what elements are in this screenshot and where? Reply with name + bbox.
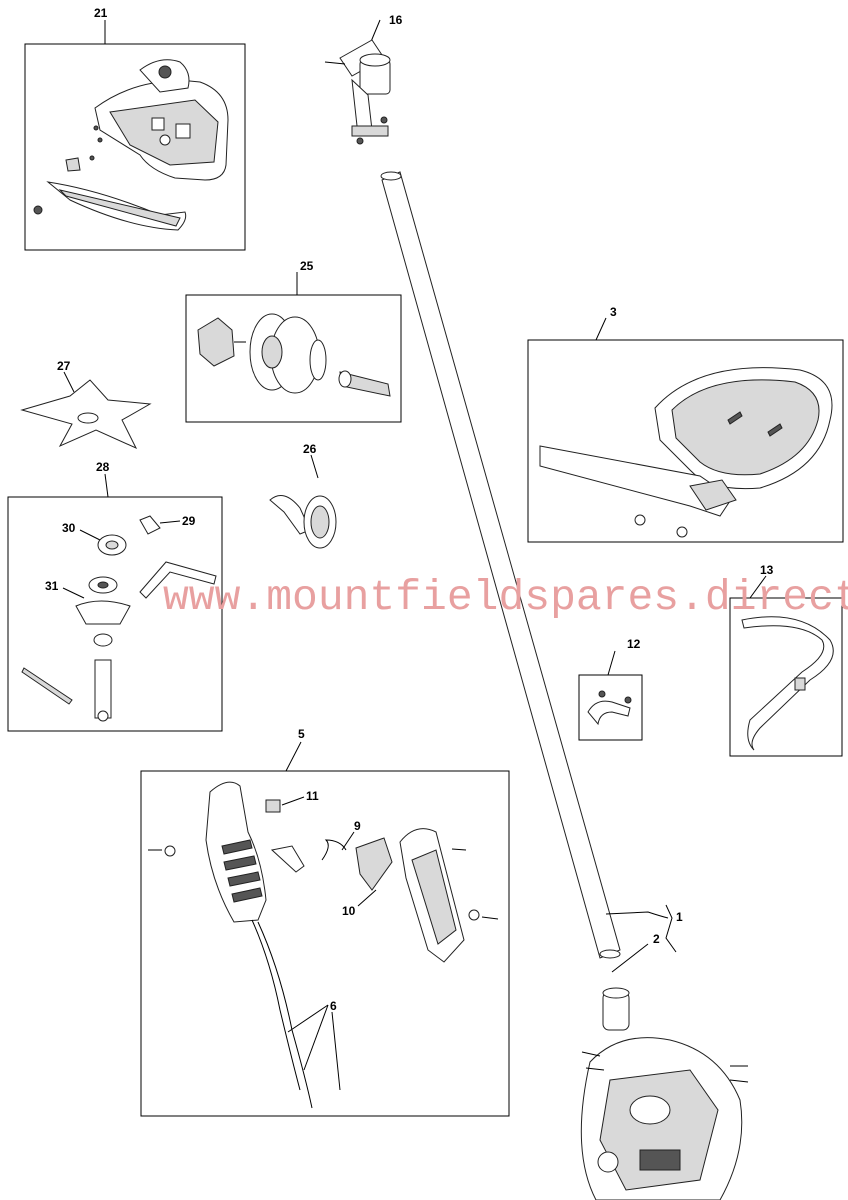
box-part-13 [729, 597, 843, 757]
callout-30: 30 [62, 521, 76, 535]
shoulder-strap [741, 616, 834, 751]
callout-29: 29 [182, 514, 196, 528]
gear-head [324, 39, 391, 145]
callout-12: 12 [627, 637, 641, 651]
box-part-25 [185, 294, 402, 423]
trimmer-head-assembly [197, 313, 391, 397]
drive-shaft-tube [380, 171, 621, 959]
pipe-clamp [587, 690, 632, 726]
callout-1: 1 [676, 910, 683, 924]
callout-9: 9 [354, 819, 361, 833]
callout-31: 31 [45, 579, 59, 593]
callout-26: 26 [303, 442, 317, 456]
callout-25: 25 [300, 259, 314, 273]
box-part-12 [578, 674, 643, 741]
box-part-21 [24, 43, 246, 251]
callout-16: 16 [389, 13, 403, 27]
handle-assembly [148, 781, 499, 1109]
box-part-28 [7, 496, 223, 732]
callout-13: 13 [760, 563, 774, 577]
box-part-5 [140, 770, 510, 1117]
throttle-lever [269, 495, 337, 549]
kit-parts [21, 515, 217, 722]
engine-unit [580, 987, 749, 1200]
callout-5: 5 [298, 727, 305, 741]
callout-2: 2 [653, 932, 660, 946]
four-tooth-blade [20, 379, 152, 450]
box-part-3 [527, 339, 844, 543]
callout-10: 10 [342, 904, 356, 918]
callout-6: 6 [330, 999, 337, 1013]
loop-handle [539, 367, 833, 538]
callout-21: 21 [94, 6, 108, 20]
callout-3: 3 [610, 305, 617, 319]
guard-assembly [33, 59, 229, 231]
callout-28: 28 [96, 460, 110, 474]
watermark-text: www.mountfieldspares.direct [163, 573, 848, 622]
callout-27: 27 [57, 359, 71, 373]
callout-11: 11 [306, 789, 319, 803]
